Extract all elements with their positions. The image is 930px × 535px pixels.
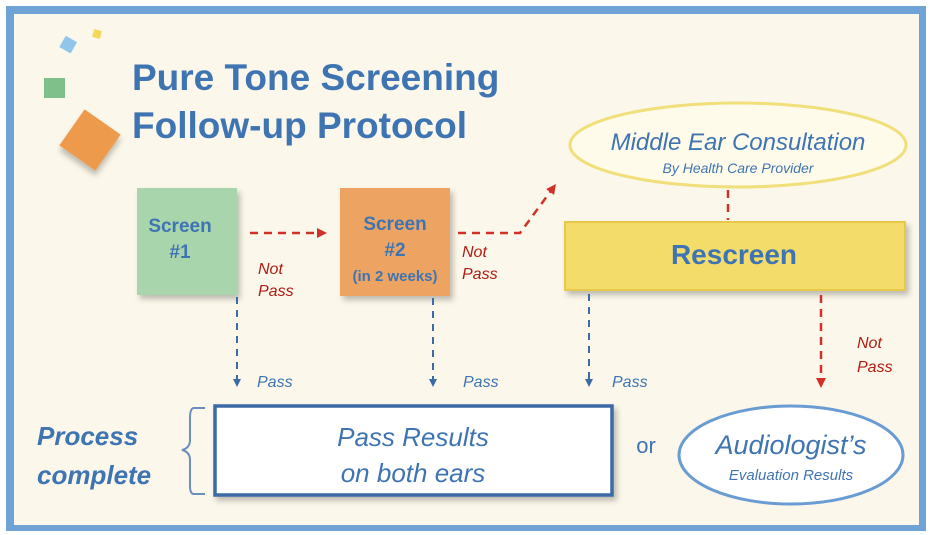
screen-2-label-line2: #2 [384,240,405,261]
not-pass-2-line2: Pass [462,266,498,283]
decorative-cubes [44,29,121,171]
or-label: or [636,433,656,458]
fail-connectors [250,183,826,388]
middle-ear-consultation: Middle Ear Consultation By Health Care P… [568,101,908,189]
middle-ear-subtitle: By Health Care Provider [663,160,815,176]
screen-2-label-line3: (in 2 weeks) [352,268,437,285]
audiologist-subtitle: Evaluation Results [729,467,854,484]
not-pass-1-line1: Not [258,261,283,278]
small-blue-cube [59,35,78,54]
orange-cube [59,109,121,171]
pass-label-2: Pass [463,374,499,391]
pass-results-line1: Pass Results [337,422,489,452]
not-pass-2-line1: Not [462,244,487,261]
screen-1-box: Screen #1 [137,188,237,295]
pass-results-box: Pass Results on both ears [213,404,614,497]
pass-label-3: Pass [612,374,648,391]
rescreen-label: Rescreen [671,239,797,270]
arrow-screen2-to-consultation [458,183,556,235]
middle-ear-ellipse [568,101,908,189]
process-complete-line1: Process [37,421,138,451]
pass-results-shape [213,404,614,497]
not-pass-3-line2: Pass [857,359,893,376]
pass-results-line2: on both ears [341,458,486,488]
process-complete-line2: complete [37,460,151,490]
screen-1-label-line1: Screen [148,216,211,237]
screen-1-shape [137,188,237,295]
audiologist-title: Audiologist’s [713,430,866,460]
audiologist-evaluation: Audiologist’s Evaluation Results [677,404,905,506]
screen-1-label-line2: #1 [169,242,191,263]
rescreen-shape [564,221,906,291]
screen-2-label-line1: Screen [363,214,426,235]
not-pass-3-line1: Not [857,335,882,352]
title-line-2: Follow-up Protocol [132,105,467,146]
rescreen-box: Rescreen [564,221,906,291]
audiologist-ellipse [677,404,905,506]
not-pass-1-line2: Pass [258,283,294,300]
screen-2-shape [340,188,450,296]
bracket-shape [181,407,205,495]
green-cube [44,78,65,98]
title-line-1: Pure Tone Screening [132,57,499,98]
pass-connectors [233,294,593,387]
pass-labels: Pass Pass Pass [257,374,648,391]
middle-ear-title: Middle Ear Consultation [611,129,866,156]
screen-2-box: Screen #2 (in 2 weeks) [340,188,450,296]
pass-label-1: Pass [257,374,293,391]
small-yellow-cube [92,29,102,39]
not-pass-labels: Not Pass Not Pass Not Pass [258,244,893,376]
